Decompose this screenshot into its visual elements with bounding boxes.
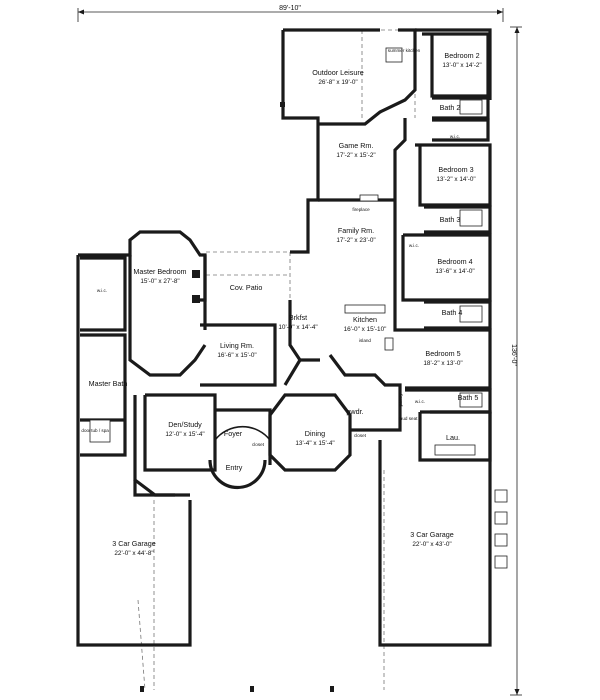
living-room-size: 16'-6" x 15'-0" <box>217 352 256 359</box>
island-label: island <box>359 338 371 343</box>
entry-label: Entry <box>226 463 243 472</box>
fixtures <box>89 47 508 692</box>
ac-unit-1 <box>494 489 508 503</box>
pwdr-label: pwdr. <box>346 407 363 416</box>
fireplace-hearth <box>359 194 379 202</box>
bath4-label: Bath 4 <box>442 308 463 317</box>
bedroom4-label: Bedroom 4 <box>437 257 472 266</box>
ac-unit-2 <box>494 511 508 525</box>
bath5-tub <box>459 392 483 408</box>
laundry-counter <box>434 444 476 456</box>
overall-width-label: 89'-10" <box>279 5 301 12</box>
cooktop <box>384 337 394 351</box>
outdoor-leisure-label: Outdoor Leisure <box>312 68 364 77</box>
column-3 <box>192 270 200 278</box>
wic-master-label: w.i.c. <box>97 288 107 293</box>
bath2-label: Bath 2 <box>440 103 461 112</box>
family-room-label: Family Rm. <box>338 226 374 235</box>
den-study-size: 12'-0" x 15'-4" <box>165 431 204 438</box>
family-room-size: 17'-2" x 23'-0" <box>336 237 375 244</box>
brkfst-label: Brkfst <box>289 313 307 322</box>
wic-bed4-label: w.i.c. <box>409 243 419 248</box>
dimension-lines: 89'-10" 136'-0" <box>77 5 522 696</box>
cov-patio-label: Cov. Patio <box>230 283 263 292</box>
walls <box>76 28 492 647</box>
closet-dining-label: closet <box>354 433 367 438</box>
master-bath-label: Master Bath <box>89 379 128 388</box>
summer-kitchen-label: summer kitchen <box>388 48 421 53</box>
column-2 <box>192 295 200 303</box>
bath3-tub <box>459 209 483 227</box>
garage-left-label: 3 Car Garage <box>112 539 156 548</box>
game-room-label: Game Rm. <box>339 141 374 150</box>
bedroom4-size: 13'-6" x 14'-0" <box>435 268 474 275</box>
bath2-tub <box>459 99 483 115</box>
master-bedroom-label: Master Bedroom <box>133 267 186 276</box>
front-column-1 <box>140 686 144 692</box>
dining-label: Dining <box>305 429 325 438</box>
door-label: door <box>81 428 91 433</box>
room-labels: Outdoor Leisure 26'-8" x 19'-0" Bedroom … <box>89 51 482 557</box>
fireplace-label: fireplace <box>352 207 370 212</box>
bath5-label: Bath 5 <box>458 393 479 402</box>
front-column-3 <box>330 686 334 692</box>
wic-bed2-label: w.i.c. <box>450 134 460 139</box>
foyer-label: Foyer <box>224 429 243 438</box>
garage-left-size: 22'-0" x 44'-8" <box>114 550 153 557</box>
outdoor-leisure-size: 26'-8" x 19'-0" <box>318 79 357 86</box>
master-tub <box>89 419 111 443</box>
kitchen-island <box>344 304 386 314</box>
game-room-size: 17'-2" x 15'-2" <box>336 152 375 159</box>
ac-unit-3 <box>494 533 508 547</box>
pantry-label: pantry <box>398 393 403 406</box>
bedroom2-size: 13'-0" x 14'-2" <box>442 62 481 69</box>
overall-depth-label: 136'-0" <box>510 344 517 366</box>
bath3-label: Bath 3 <box>440 215 461 224</box>
brkfst-size: 10'-0" x 14'-4" <box>278 324 317 331</box>
master-bedroom-size: 15'-0" x 27'-8" <box>140 278 179 285</box>
bedroom3-size: 13'-2" x 14'-0" <box>436 176 475 183</box>
laundry-label: Lau. <box>446 433 460 442</box>
closet-foyer-label: closet <box>252 442 265 447</box>
bedroom3-label: Bedroom 3 <box>438 165 473 174</box>
garage-right-label: 3 Car Garage <box>410 530 454 539</box>
garage-right-size: 22'-0" x 43'-0" <box>412 541 451 548</box>
bedroom5-size: 18'-2" x 13'-0" <box>423 360 462 367</box>
summer-kitchen-counter <box>385 47 403 63</box>
ac-unit-4 <box>494 555 508 569</box>
kitchen-size: 16'-0" x 15'-10" <box>344 326 387 333</box>
column-1 <box>280 102 285 107</box>
wic-bed5-label: w.i.c. <box>415 399 425 404</box>
bedroom5-label: Bedroom 5 <box>425 349 460 358</box>
tub-spa-label: tub / spa <box>91 428 109 433</box>
dining-size: 13'-4" x 15'-4" <box>295 440 334 447</box>
den-study-label: Den/Study <box>168 420 202 429</box>
kitchen-label: Kitchen <box>353 315 377 324</box>
small-annotations: summer kitchen fireplace closet closet m… <box>81 48 420 447</box>
bedroom2-label: Bedroom 2 <box>444 51 479 60</box>
mud-seat-label: mud seat <box>399 416 419 421</box>
front-column-2 <box>250 686 254 692</box>
bath4-tub <box>459 305 483 323</box>
living-room-label: Living Rm. <box>220 341 254 350</box>
